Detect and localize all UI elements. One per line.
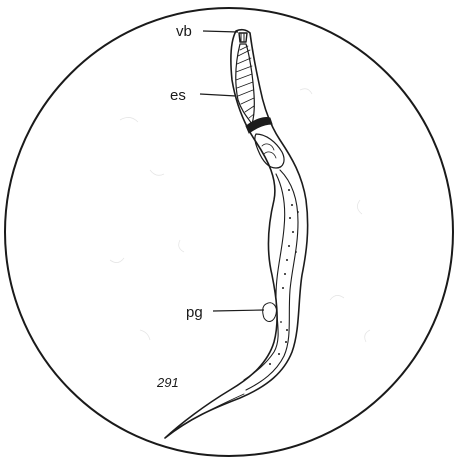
vestibule-structure <box>239 33 247 42</box>
nerve-ring <box>246 117 272 133</box>
label-pg: pg <box>186 304 203 321</box>
nematode-body <box>165 30 308 438</box>
field-background-texture <box>110 89 370 342</box>
esophagus <box>236 44 254 124</box>
label-vb: vb <box>176 23 192 40</box>
leader-pg <box>213 310 264 311</box>
leader-es <box>200 94 236 96</box>
figure-number: 291 <box>156 375 179 390</box>
tail-inner-line <box>176 394 244 430</box>
intestine-granules <box>269 189 299 365</box>
label-es: es <box>170 87 186 104</box>
leader-vb <box>203 31 238 32</box>
field-of-view-circle <box>5 8 453 456</box>
